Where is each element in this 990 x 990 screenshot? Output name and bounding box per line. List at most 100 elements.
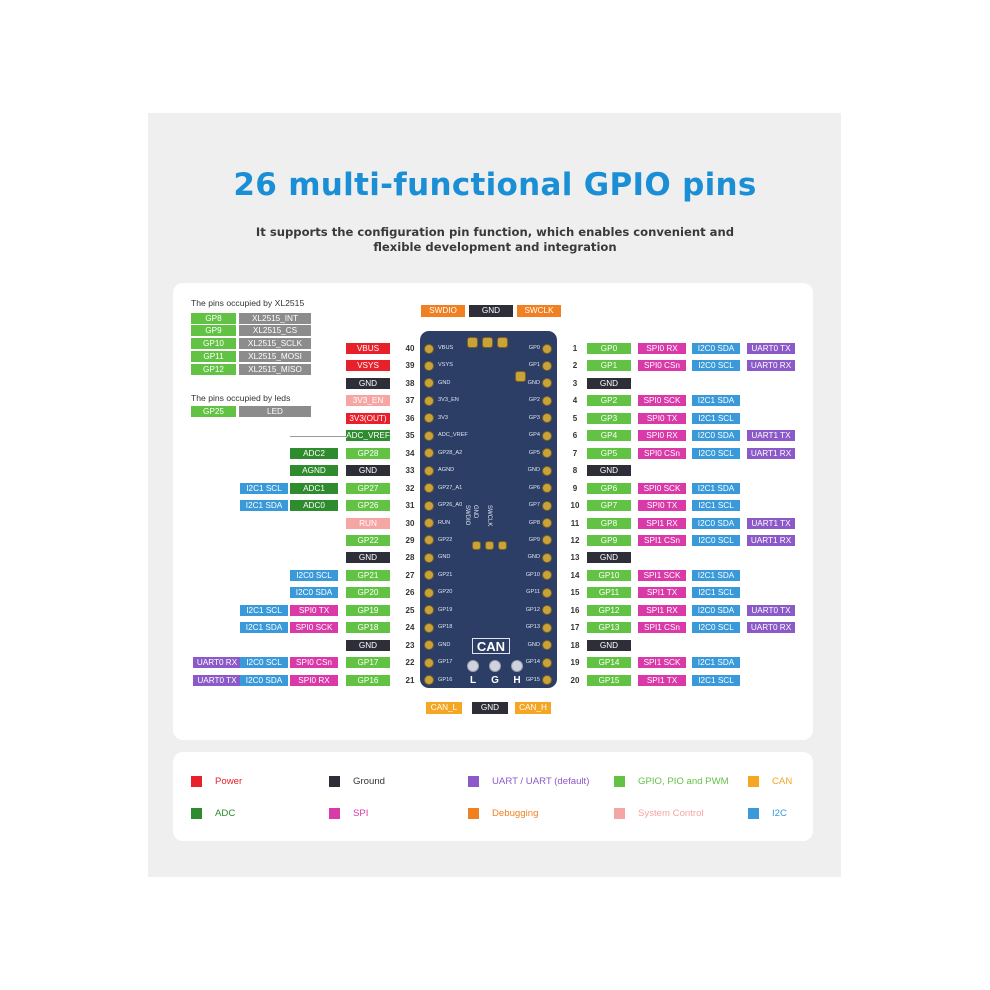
pad-left-29 [425,536,433,545]
pin-34-tag-gp28: GP28 [346,447,390,459]
silk-left-30: RUN [438,519,451,526]
pad-right-20 [543,676,551,685]
pin-15-tag-i2c1-scl: I2C1 SCL [692,587,740,599]
pin-7-tag-spi0-csn: SPI0 CSn [638,447,686,459]
silk-right-17: GP13 [525,624,540,631]
pad-right-14 [543,571,551,580]
header-bottom-gnd: GND [472,702,508,714]
silk-right-4: GP2 [528,397,540,404]
leader-line-pin-35 [290,435,346,437]
pad-right-6 [543,431,551,440]
pin-17-tag-i2c0-scl: I2C0 SCL [692,622,740,634]
silk-right-10: GP7 [528,502,540,509]
pad-right-1 [543,344,551,353]
pad-left-34 [425,449,433,458]
pin-number-30: 30 [405,518,415,528]
pin-number-37: 37 [405,396,415,406]
pad-right-17 [543,623,551,632]
pin-7-tag-uart1-rx: UART1 RX [747,447,795,459]
pin-27-tag-i2c0-scl: I2C0 SCL [290,569,338,581]
pin-22-tag-i2c0-scl: I2C0 SCL [240,657,288,669]
legend-swatch-ground [329,776,340,787]
header-bottom-can-h: CAN_H [515,702,551,714]
board-silk-gnd: GND [472,505,478,519]
swd-pad-1 [468,338,477,347]
pin-number-9: 9 [572,483,578,493]
pin-number-14: 14 [570,570,580,580]
pin-number-26: 26 [405,588,415,598]
pad-left-25 [425,606,433,615]
legend-swatch-power [191,776,202,787]
pin-37-tag-3v3-en: 3V3_EN [346,395,390,407]
can-label-h: H [513,675,521,686]
pin-12-tag-spi1-csn: SPI1 CSn [638,534,686,546]
pin-34-tag-adc2: ADC2 [290,447,338,459]
silk-right-11: GP8 [528,519,540,526]
legend-swatch-gpio-pio-and-pwm [614,776,625,787]
board-pad-lower-3 [499,542,506,549]
pin-1-tag-uart0-tx: UART0 TX [747,343,795,354]
pad-right-18 [543,641,551,650]
silk-left-21: GP16 [438,676,453,683]
pad-right-19 [543,658,551,667]
legend-label-system-control: System Control [638,808,704,819]
pin-number-16: 16 [570,605,580,615]
board-pad-lower-2 [486,542,493,549]
pin-number-10: 10 [570,501,580,511]
pin-20-tag-gp15: GP15 [587,674,631,686]
silk-right-19: GP14 [525,659,540,666]
pin-14-tag-gp10: GP10 [587,569,631,581]
pin-1-tag-gp0: GP0 [587,343,631,354]
board-silk-swclk: SWCLK [486,505,492,527]
pin-number-2: 2 [572,361,578,371]
pin-16-tag-uart0-tx: UART0 TX [747,604,795,616]
pin-7-tag-i2c0-scl: I2C0 SCL [692,447,740,459]
pin-number-1: 1 [572,344,578,353]
pin-4-tag-spi0-sck: SPI0 SCK [638,395,686,407]
pad-right-11 [543,519,551,527]
can-pad-l [468,661,478,671]
pin-number-7: 7 [572,448,578,458]
pad-right-15 [543,588,551,597]
silk-right-9: GP6 [528,484,540,491]
legend-label-adc: ADC [215,808,236,819]
silk-left-28: GND [438,554,451,561]
legend-label-ground: Ground [353,776,385,787]
pad-left-26 [425,588,433,597]
legend-swatch-can [748,776,759,787]
swd-pad-2 [483,338,492,347]
silk-right-5: GP3 [528,414,540,421]
pin-14-tag-spi1-sck: SPI1 SCK [638,569,686,581]
pin-16-tag-gp12: GP12 [587,604,631,616]
pin-22-tag-uart0-rx: UART0 RX [193,657,241,669]
pin-2-tag-i2c0-scl: I2C0 SCL [692,360,740,372]
pad-left-38 [425,379,433,388]
pad-right-7 [543,449,551,458]
legend-label-gpio-pio-and-pwm: GPIO, PIO and PWM [638,776,729,787]
pin-1-tag-spi0-rx: SPI0 RX [638,343,686,354]
silk-left-32: GP27_A1 [438,484,463,491]
silk-right-6: GP4 [528,432,540,439]
pin-number-20: 20 [570,675,580,685]
silk-right-2: GP1 [528,362,540,369]
silk-left-33: AGND [438,467,455,474]
pin-number-31: 31 [405,501,415,511]
pin-32-tag-adc1: ADC1 [290,482,338,494]
pin-9-tag-i2c1-sda: I2C1 SDA [692,482,740,494]
pin-number-39: 39 [405,361,415,371]
pin-number-21: 21 [405,675,415,685]
can-connector-label: CAN [472,638,510,654]
pad-left-28 [425,553,433,562]
pin-number-11: 11 [570,518,580,528]
pin-2-tag-uart0-rx: UART0 RX [747,360,795,372]
silk-right-20: GP15 [525,676,540,683]
header-top-swdio: SWDIO [421,305,465,317]
pin-17-tag-uart0-rx: UART0 RX [747,622,795,634]
pad-left-31 [425,501,433,510]
pin-21-tag-spi0-rx: SPI0 RX [290,674,338,686]
pin-28-tag-gnd: GND [346,552,390,564]
silk-left-23: GND [438,641,451,648]
silk-left-29: GP22 [438,536,453,543]
silk-left-36: 3V3 [438,414,448,421]
pin-number-5: 5 [572,413,578,423]
